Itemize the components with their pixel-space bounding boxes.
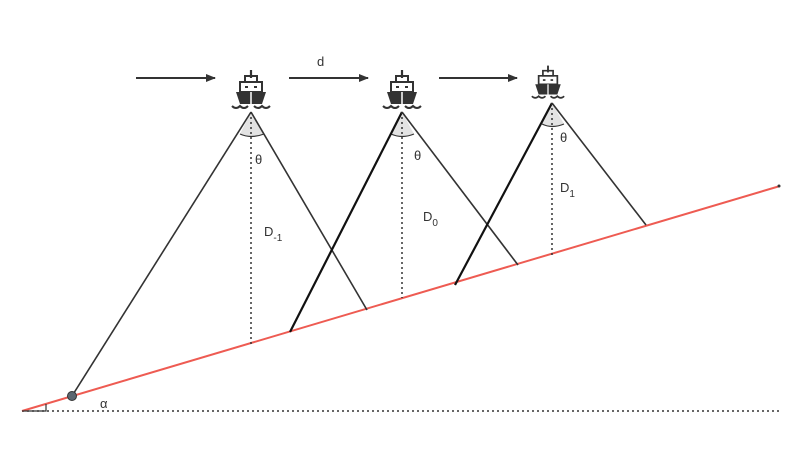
beam-angle-wedge-center xyxy=(391,112,414,137)
beam-right-inner xyxy=(551,102,647,226)
start-point-marker xyxy=(67,391,77,401)
slope-end-point xyxy=(777,184,781,188)
ship-right-beam: θ D1 xyxy=(454,102,647,286)
beam-center-inner xyxy=(401,111,519,266)
beam-left-inner xyxy=(250,111,368,311)
beam-right-outer xyxy=(454,102,553,286)
ship-icon xyxy=(230,68,272,110)
theta-label-left: θ xyxy=(255,152,262,167)
theta-label-right: θ xyxy=(560,130,567,145)
ship-icon xyxy=(530,64,566,99)
beam-angle-wedge-right xyxy=(542,103,564,127)
distance-label: d xyxy=(317,54,324,69)
theta-label-center: θ xyxy=(414,148,421,163)
depth-label-left: D-1 xyxy=(264,224,283,244)
alpha-angle-mark xyxy=(22,404,47,412)
alpha-label: α xyxy=(100,396,108,411)
seabed-slope-line xyxy=(21,185,781,412)
beam-left-outer xyxy=(71,111,252,397)
depth-label-center: D0 xyxy=(423,209,438,229)
beam-angle-wedge-left xyxy=(240,112,264,137)
beam-center-outer xyxy=(289,111,403,333)
ship-center-beam: θ D0 xyxy=(289,111,519,333)
ship-icon xyxy=(381,68,423,110)
depth-label-right: D1 xyxy=(560,180,575,200)
ship-left-beam: θ D-1 xyxy=(67,111,368,401)
